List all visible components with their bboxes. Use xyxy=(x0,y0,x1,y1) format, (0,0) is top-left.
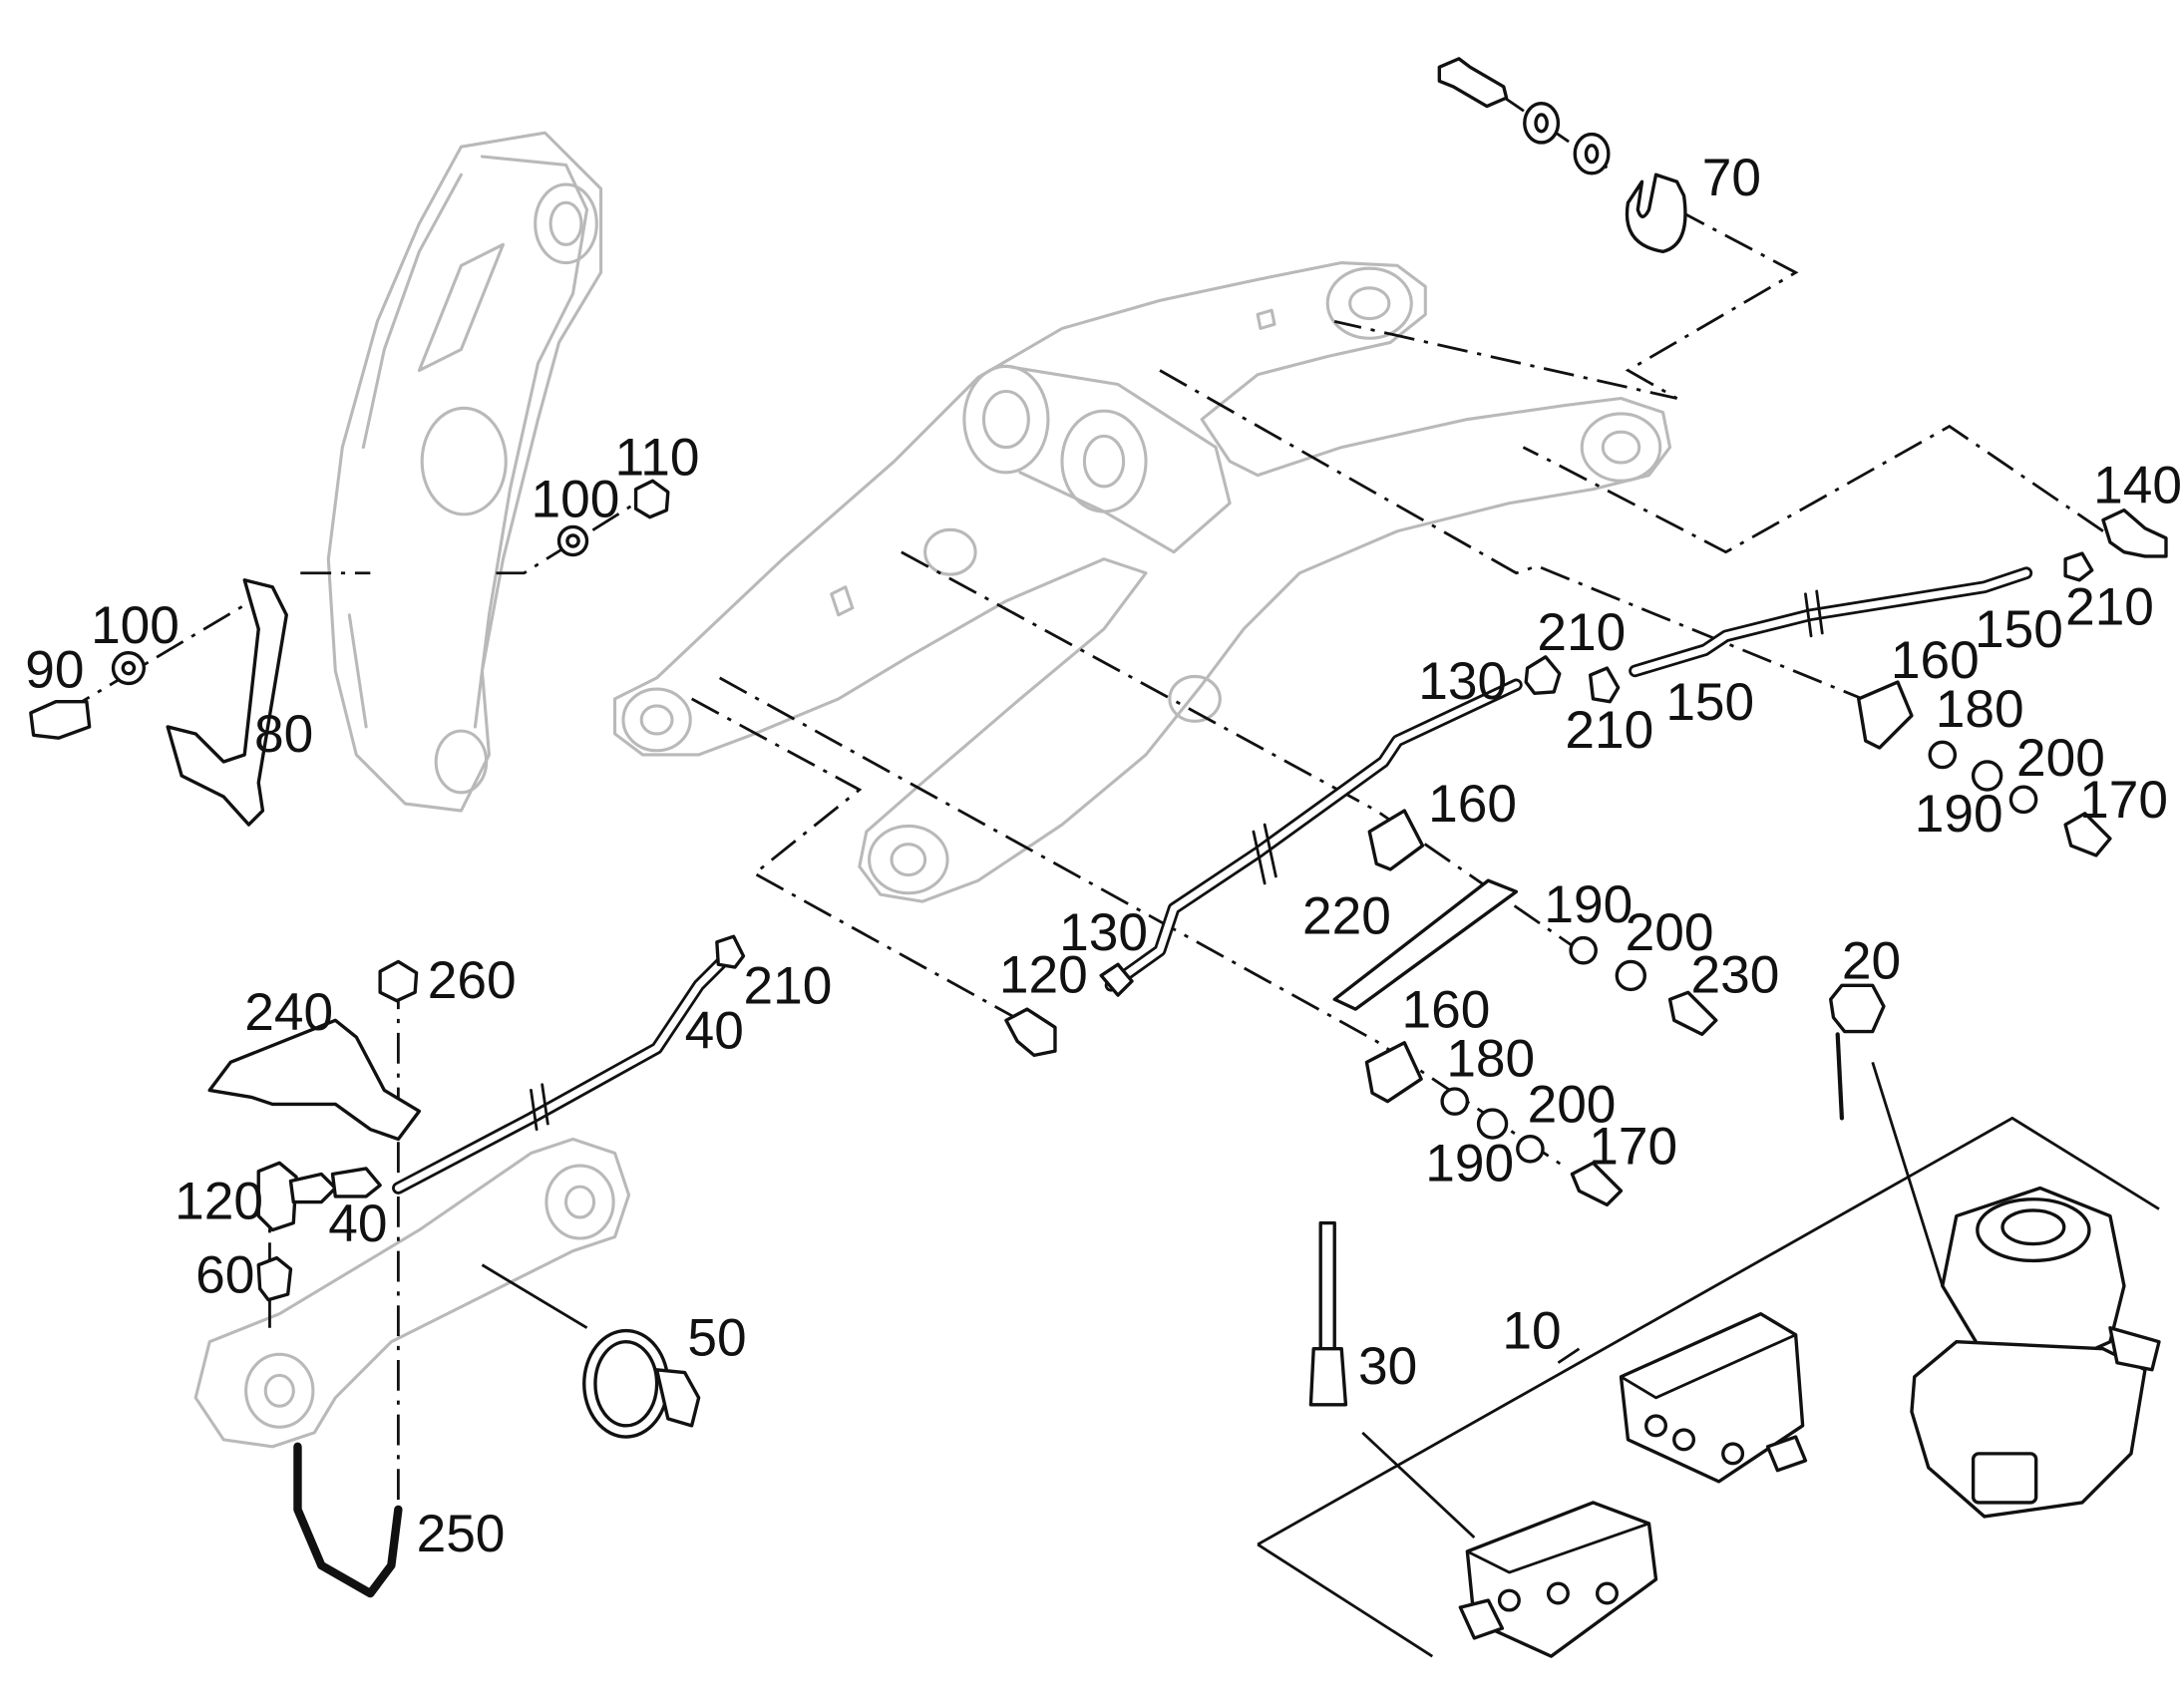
grease-gun-20 xyxy=(1828,983,1886,1121)
hose-clamp-50 xyxy=(582,1328,701,1439)
callout-230: 230 xyxy=(1691,945,1780,1004)
callout-160: 160 xyxy=(1401,980,1490,1039)
callout-30: 30 xyxy=(1358,1337,1417,1396)
callout-160: 160 xyxy=(1891,631,1980,690)
probe-30 xyxy=(1308,1220,1348,1407)
assembly-box xyxy=(481,1061,2160,1658)
callout-40: 40 xyxy=(328,1195,387,1253)
callout-20: 20 xyxy=(1842,931,1901,990)
callout-160: 160 xyxy=(1428,775,1517,834)
nut-washer-100-110 xyxy=(556,479,670,557)
callout-210: 210 xyxy=(743,956,832,1015)
callout-170: 170 xyxy=(2079,771,2168,830)
callout-90: 90 xyxy=(25,641,84,700)
callout-140: 140 xyxy=(2093,457,2180,515)
elbow-fitting-140 xyxy=(2063,508,2168,582)
callout-150: 150 xyxy=(1665,673,1754,732)
pipe-40 xyxy=(392,950,733,1195)
pipe-130 xyxy=(1104,678,1523,992)
callout-60: 60 xyxy=(195,1246,254,1305)
fittings-lower-left xyxy=(256,1161,382,1302)
callout-130: 130 xyxy=(1059,903,1148,962)
callout-100: 100 xyxy=(91,596,180,655)
callout-240: 240 xyxy=(244,983,333,1042)
callout-130: 130 xyxy=(1418,652,1507,711)
u-bolt-250 xyxy=(293,1442,403,1598)
callout-labels: 10 20 30 40 40 50 60 70 80 90 100 100 11… xyxy=(25,149,2180,1563)
assembly-leader-lines xyxy=(62,61,2104,1517)
callout-190: 190 xyxy=(1915,785,2003,844)
lower-link-ghost xyxy=(193,1137,631,1449)
callout-210: 210 xyxy=(1537,603,1626,662)
distributor-block-30 xyxy=(1458,1501,1658,1658)
callout-120: 120 xyxy=(175,1172,263,1230)
callout-200: 200 xyxy=(1528,1076,1617,1135)
callout-110: 110 xyxy=(615,429,700,488)
nut-210-group xyxy=(715,655,1621,969)
boom-frame-ghost xyxy=(613,260,1672,903)
callout-190: 190 xyxy=(1544,875,1633,934)
callout-200: 200 xyxy=(2016,729,2105,788)
callout-200: 200 xyxy=(1626,903,1714,962)
callout-180: 180 xyxy=(1446,1029,1535,1088)
bracket-160-lower xyxy=(1364,1041,1624,1207)
lift-arm-ghost xyxy=(326,131,603,813)
callout-260: 260 xyxy=(428,951,517,1010)
callout-220: 220 xyxy=(1302,886,1391,945)
callout-10: 10 xyxy=(1502,1302,1561,1361)
lube-pump xyxy=(1910,1186,2161,1519)
callout-150: 150 xyxy=(1975,600,2063,659)
callout-190: 190 xyxy=(1425,1135,1514,1194)
callout-170: 170 xyxy=(1589,1118,1677,1177)
fitting-120-upper xyxy=(1004,962,1134,1058)
bracket-160-middle xyxy=(1332,809,1718,1037)
bracket-240-nut-260 xyxy=(207,959,422,1142)
bracket-80 xyxy=(166,578,288,827)
bolt-clamp-70 xyxy=(1437,57,1687,254)
callout-250: 250 xyxy=(417,1505,506,1563)
callout-80: 80 xyxy=(254,705,313,764)
pipe-150 xyxy=(1629,566,2033,678)
callout-70: 70 xyxy=(1702,149,1761,207)
callout-40: 40 xyxy=(685,1001,744,1060)
callout-120: 120 xyxy=(999,945,1088,1004)
callout-210: 210 xyxy=(1565,701,1653,760)
callout-100: 100 xyxy=(531,471,619,529)
bracket-160-180-190-200-170-upper xyxy=(1857,680,2112,857)
bolt-90 xyxy=(29,650,147,740)
callout-210: 210 xyxy=(2065,578,2154,637)
callout-50: 50 xyxy=(687,1309,746,1368)
distributor-block-10 xyxy=(1619,1312,1808,1484)
callout-180: 180 xyxy=(1936,680,2024,739)
